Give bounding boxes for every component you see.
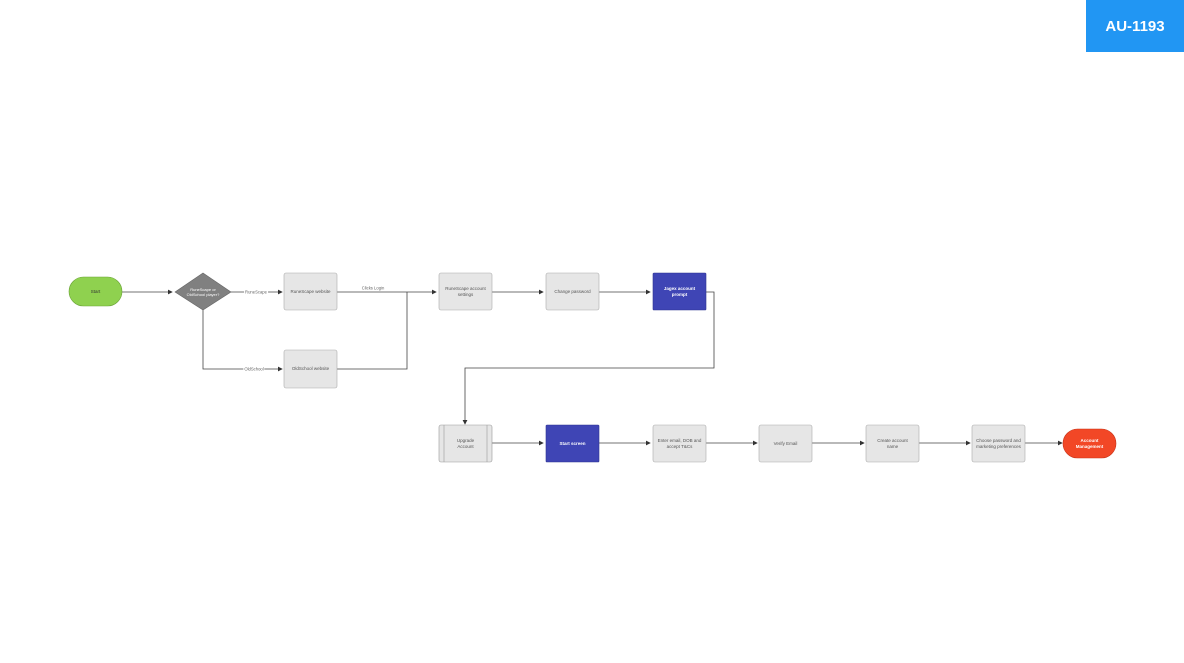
edge-oldschool-settings [337, 292, 408, 370]
start-screen-node [545, 424, 600, 463]
ticket-badge: AU-1193 [1086, 0, 1184, 52]
edge-label-oldschool: OldSchool [243, 366, 265, 372]
change-password-node [545, 272, 600, 311]
create-account-name-node [865, 424, 920, 463]
account-management-node [1062, 428, 1117, 459]
oldschool-website-node [283, 349, 338, 389]
account-settings-node [438, 272, 493, 311]
start-node [68, 276, 123, 307]
edge-label-clicks-login: Clicks Login [360, 285, 386, 291]
jagex-prompt-node [652, 272, 707, 311]
upgrade-account-node [438, 424, 493, 463]
runescape-website-node [283, 272, 338, 311]
edge-decision-oldschool [202, 310, 283, 372]
verify-email-node [758, 424, 813, 463]
enter-email-node [652, 424, 707, 463]
decision-node [174, 272, 232, 311]
edge-prompt-upgrade [462, 291, 715, 425]
edge-label-runescape: RuneScape [244, 289, 268, 295]
choose-password-node [971, 424, 1026, 463]
